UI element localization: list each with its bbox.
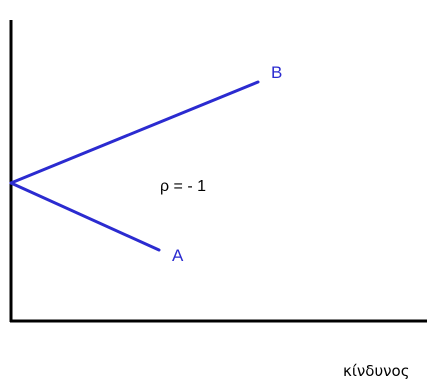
x-axis-label: κίνδυνος (343, 362, 410, 380)
line-to-a (9, 181, 161, 252)
point-label-b: B (271, 63, 282, 82)
line-to-b (9, 80, 260, 185)
correlation-label: ρ = - 1 (160, 178, 206, 195)
point-label-a: A (172, 246, 184, 265)
